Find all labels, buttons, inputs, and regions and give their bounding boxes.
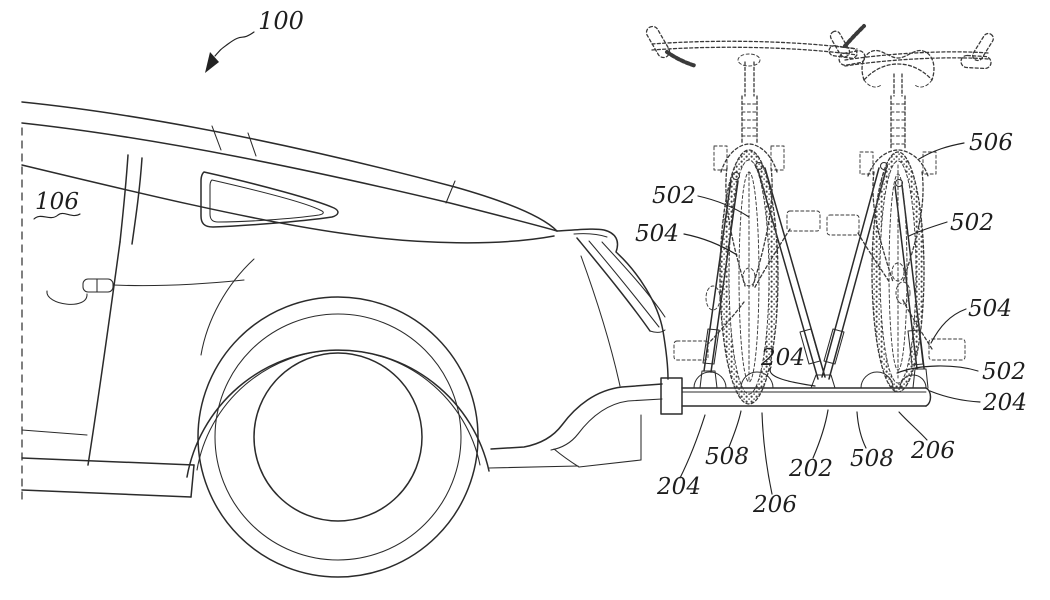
ref-numeral-504-left: 504: [635, 221, 679, 247]
leader-line-502-right-upper: [908, 221, 948, 237]
ref-numeral-204-center: 204: [760, 345, 805, 371]
roofline: [21, 101, 558, 232]
leader-line-204-right: [929, 390, 981, 403]
pedals-and-crank: [673, 210, 821, 361]
wheel: [871, 151, 925, 393]
fork: [713, 143, 785, 287]
leader-line-100: [214, 31, 255, 57]
arm-clamp: [823, 328, 845, 365]
pedal: [786, 210, 821, 232]
left-bicycle: [645, 24, 866, 405]
underline-106: [33, 212, 81, 220]
door: [21, 241, 245, 466]
derailleur: [705, 285, 721, 311]
ref-numeral-206-center: 206: [752, 492, 797, 518]
ref-numeral-100: 100: [258, 7, 304, 35]
taillight: [576, 237, 651, 332]
ref-numeral-106: 106: [35, 189, 79, 215]
pedal: [928, 338, 966, 361]
seat-tube: [890, 73, 906, 151]
arm-clamp: [702, 328, 720, 365]
handlebar: [829, 30, 994, 70]
leader-line-502-right-lower: [896, 365, 979, 374]
leader-line-504-left: [683, 233, 738, 256]
rack-base-tube: [681, 387, 932, 407]
leader-line-504-right: [930, 308, 967, 344]
pedals-and-crank: [826, 214, 966, 361]
right-grip: [960, 54, 992, 70]
ref-numeral-204-right: 204: [982, 390, 1027, 416]
leader-line-506: [918, 142, 965, 160]
fork: [859, 149, 937, 283]
fender-crease: [200, 258, 255, 356]
rear-bumper: [490, 383, 663, 468]
arm-clamp: [799, 328, 821, 365]
beltline: [21, 164, 555, 244]
hitch-receiver: [660, 377, 683, 415]
rocker-panel: [21, 457, 195, 498]
wheel-arch: [186, 349, 490, 478]
ref-numeral-502-left: 502: [652, 183, 696, 209]
ref-numeral-508-left: 508: [705, 444, 749, 470]
leader-line-502-left: [697, 195, 750, 218]
reference-numerals: 100 106 502 504 506 502 504 502 204 204 …: [33, 7, 1027, 518]
rear-wheel: [186, 296, 490, 578]
leader-line-204-center: [769, 366, 816, 387]
pedal: [826, 214, 860, 236]
right-bar-end: [972, 32, 994, 62]
ref-numeral-504-right: 504: [968, 296, 1012, 322]
ref-numeral-502-right-lower: 502: [982, 359, 1026, 385]
quarter-window: [200, 171, 339, 228]
head-tube: [737, 53, 761, 145]
pedal: [673, 340, 709, 361]
left-bar-end: [829, 30, 851, 58]
left-bar-end: [645, 25, 671, 59]
leader-line-508-right: [856, 411, 867, 449]
right-bicycle: [826, 30, 994, 393]
ref-numeral-204-bottom-left: 204: [656, 474, 701, 500]
chainring: [895, 281, 911, 305]
ref-numeral-508-right: 508: [850, 446, 894, 472]
b-pillar: [119, 154, 143, 245]
door-handle: [82, 278, 114, 293]
ref-numeral-502-right-upper: 502: [950, 210, 994, 236]
arrowhead-100: [205, 52, 219, 73]
saddle: [861, 49, 935, 81]
leader-line-508-left: [728, 410, 742, 448]
trunk-and-taillight: [556, 228, 669, 387]
left-grip: [838, 50, 866, 66]
front-wheel: [719, 149, 779, 405]
leader-line-206-right: [898, 411, 928, 441]
handlebar: [645, 24, 866, 68]
ref-numeral-206-right: 206: [910, 438, 955, 464]
brake-lever: [843, 24, 866, 48]
fuel-door: [46, 290, 88, 305]
ref-numeral-506: 506: [969, 130, 1013, 156]
vehicle-outline: [21, 101, 669, 578]
leader-line-206-center: [761, 412, 773, 495]
leader-line-202: [812, 409, 829, 459]
brake-lever: [665, 50, 698, 68]
leader-line-204-bottom-left: [679, 414, 706, 479]
ref-numeral-202: 202: [788, 456, 833, 482]
